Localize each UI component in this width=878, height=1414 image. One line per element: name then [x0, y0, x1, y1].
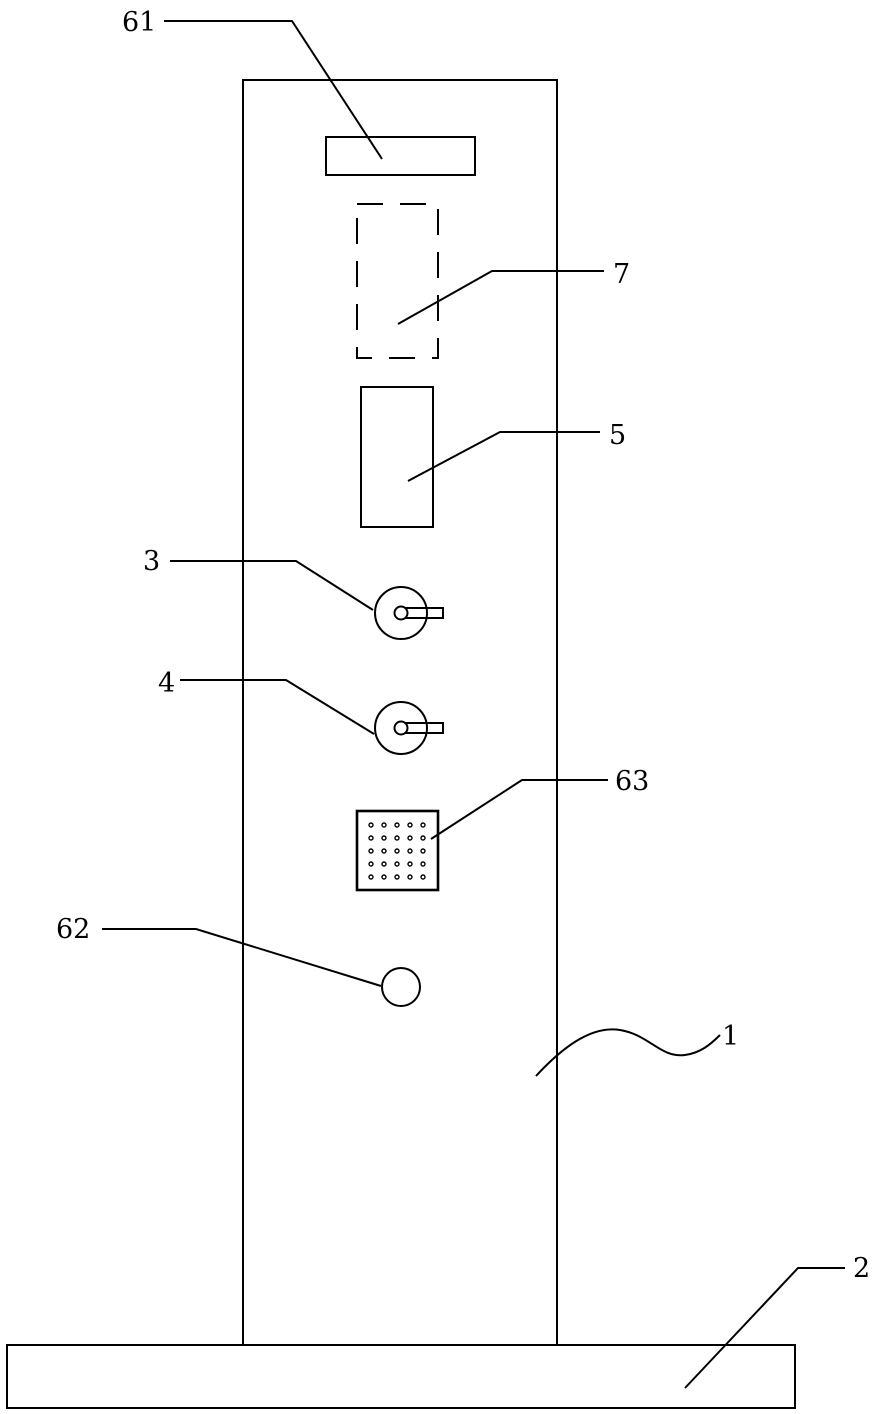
label-7: 7	[613, 259, 630, 290]
leader-line-2	[684, 1267, 845, 1389]
grille-hole	[407, 874, 413, 880]
leader-line-62	[102, 928, 382, 987]
leader-line-7	[397, 270, 604, 325]
label-63: 63	[615, 766, 649, 797]
round-button	[381, 967, 421, 1007]
grille-hole	[420, 848, 426, 854]
label-5: 5	[609, 420, 626, 451]
grille-hole	[368, 822, 374, 828]
leader-line-4	[180, 679, 375, 735]
speaker-grille	[355, 809, 440, 892]
hidden-component-dashed	[356, 203, 439, 359]
grille-hole	[407, 822, 413, 828]
grille-hole	[381, 822, 387, 828]
grille-hole	[381, 848, 387, 854]
knob-center	[393, 605, 409, 621]
grille-dots	[368, 822, 426, 880]
knob-switch-lower	[374, 701, 444, 755]
grille-hole	[368, 835, 374, 841]
label-61: 61	[122, 7, 156, 38]
grille-hole	[420, 835, 426, 841]
grille-hole	[394, 861, 400, 867]
label-62: 62	[56, 914, 90, 945]
leader-line-61	[164, 20, 383, 160]
label-4: 4	[158, 668, 175, 699]
grille-hole	[368, 848, 374, 854]
leader-line-3	[170, 560, 374, 611]
label-2: 2	[853, 1253, 870, 1284]
grille-hole	[394, 874, 400, 880]
grille-hole	[368, 874, 374, 880]
display-window	[325, 136, 476, 176]
grille-frame	[355, 809, 440, 892]
leader-line-5	[407, 431, 600, 482]
grille-hole	[420, 861, 426, 867]
knob-outer-ring	[374, 586, 428, 640]
leader-line-1	[535, 1028, 721, 1077]
grille-hole	[394, 848, 400, 854]
grille-hole	[420, 822, 426, 828]
grille-hole	[394, 822, 400, 828]
knob-center	[393, 720, 409, 736]
leader-line-63	[430, 779, 608, 840]
rectangular-panel	[360, 386, 434, 528]
grille-hole	[420, 874, 426, 880]
grille-hole	[407, 861, 413, 867]
grille-hole	[368, 861, 374, 867]
grille-hole	[394, 835, 400, 841]
label-3: 3	[143, 546, 160, 577]
label-1: 1	[722, 1021, 739, 1052]
grille-hole	[381, 835, 387, 841]
main-column-body	[242, 79, 558, 1346]
grille-hole	[407, 848, 413, 854]
grille-hole	[407, 835, 413, 841]
knob-switch-upper	[374, 586, 444, 640]
grille-hole	[381, 874, 387, 880]
grille-hole	[381, 861, 387, 867]
knob-outer-ring	[374, 701, 428, 755]
base-plate	[6, 1344, 796, 1409]
